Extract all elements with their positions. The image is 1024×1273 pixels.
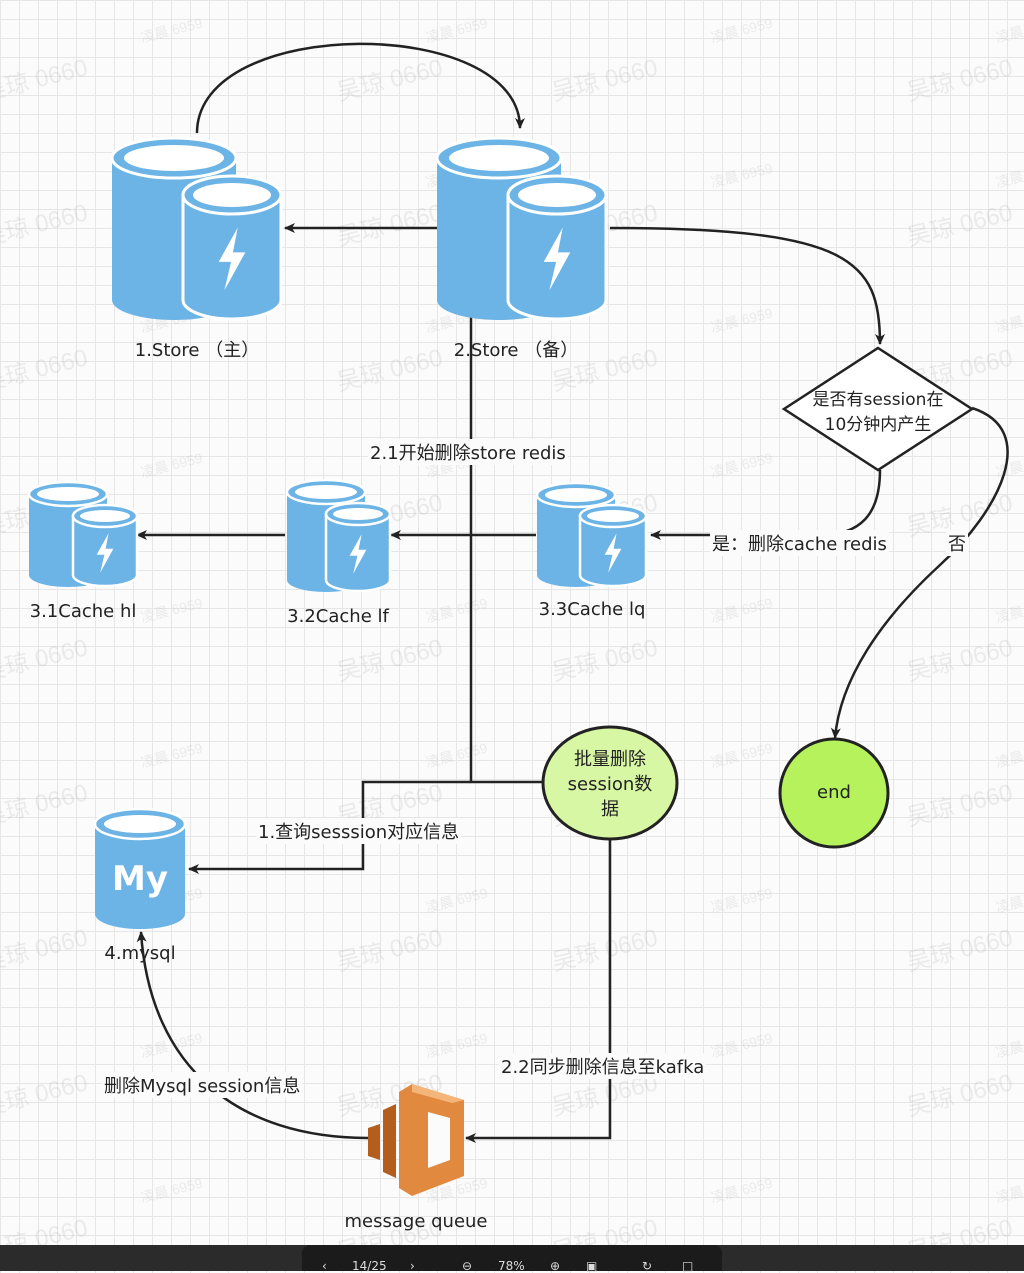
store-backup-label: 2.Store （备） (453, 340, 579, 361)
edge-label-no: 否 (946, 530, 968, 556)
fullscreen-icon[interactable]: □ (682, 1259, 694, 1273)
message-queue-label: message queue (344, 1211, 488, 1232)
batch-delete-line-3: 据 (600, 799, 619, 820)
cache-lq-db-icon (535, 481, 648, 588)
batch-delete-node (541, 725, 679, 841)
zoom-in-icon[interactable]: ⊕ (550, 1259, 561, 1273)
next-page-icon[interactable]: › (410, 1259, 415, 1273)
edge-store-main-to-backup (195, 42, 525, 134)
page-indicator: 14/25 (352, 1259, 387, 1273)
rotate-icon[interactable]: ↻ (642, 1259, 653, 1273)
cache-lf-db-icon (285, 478, 392, 593)
edge-label-sync-kafka: 2.2同步删除信息至kafka (499, 1053, 707, 1079)
batch-delete-line-2: session数 (567, 774, 653, 795)
cache-lq-label: 3.3Cache lq (538, 599, 646, 620)
edge-decision-no-to-end (830, 406, 1009, 739)
mysql-logo-text: My (112, 859, 168, 899)
prev-page-icon[interactable]: ‹ (322, 1259, 327, 1273)
decision-diamond (781, 346, 975, 472)
edge-label-query-session: 1.查询sesssion对应信息 (256, 818, 462, 844)
edge-label-start-delete-store: 2.1开始删除store redis (368, 439, 568, 465)
cache-hl-db-icon (27, 480, 139, 588)
decision-label: 是否有session在 10分钟内产生 (813, 388, 944, 438)
edge-decision-yes-to-cache-lq (650, 469, 882, 540)
message-queue-icon (368, 1084, 464, 1196)
batch-delete-label: 批量删除 session数 据 (568, 747, 653, 822)
store-backup-db-icon (435, 136, 608, 321)
end-node (778, 737, 890, 849)
end-label: end (817, 782, 851, 803)
store-main-label: 1.Store （主） (134, 340, 260, 361)
store-main-db-icon (110, 136, 283, 321)
batch-delete-line-1: 批量删除 (573, 749, 646, 770)
mysql-db-icon: My (93, 807, 187, 929)
edge-label-delete-mysql: 删除Mysql session信息 (102, 1072, 303, 1098)
viewer-toolbar: ‹ 14/25 › ⊖ 78% ⊕ ▣ ↻ □ (0, 1245, 1024, 1273)
mysql-label: 4.mysql (104, 943, 176, 964)
zoom-level: 78% (498, 1259, 525, 1273)
viewer-controls: ‹ 14/25 › ⊖ 78% ⊕ ▣ ↻ □ (302, 1245, 722, 1273)
decision-label-line-1: 是否有session在 (812, 390, 944, 410)
zoom-out-icon[interactable]: ⊖ (462, 1259, 473, 1273)
cache-hl-label: 3.1Cache hl (29, 601, 137, 622)
fit-screen-icon[interactable]: ▣ (586, 1259, 598, 1273)
cache-lf-label: 3.2Cache lf (287, 606, 389, 627)
edge-store-backup-to-decision (609, 226, 885, 345)
decision-label-line-2: 10分钟内产生 (824, 415, 932, 435)
edge-batch-to-store-main (284, 223, 543, 784)
edge-label-yes-delete-cache: 是：删除cache redis (710, 530, 889, 556)
edge-batch-to-queue (465, 840, 612, 1143)
